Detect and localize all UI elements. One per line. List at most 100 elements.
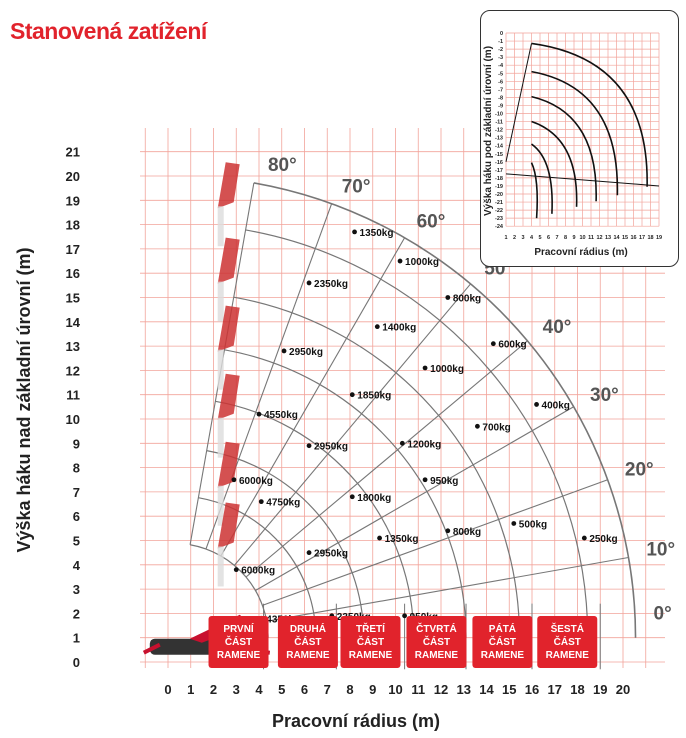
load-point-label: 800kg bbox=[453, 294, 481, 305]
load-point bbox=[349, 392, 355, 398]
angle-label: 10° bbox=[646, 539, 675, 560]
y-tick-label: 8 bbox=[73, 461, 80, 476]
angle-line bbox=[220, 237, 406, 557]
inset-reach-curve bbox=[530, 162, 539, 219]
load-point-label: 950kg bbox=[430, 476, 458, 487]
inset-x-tick-label: 3 bbox=[521, 235, 524, 241]
x-tick-label: 11 bbox=[411, 682, 425, 697]
load-point-label: 1200kg bbox=[407, 439, 441, 450]
angle-line bbox=[266, 556, 629, 622]
load-point-label: 1350kg bbox=[385, 534, 419, 545]
inset-x-axis-label: Pracovní rádius (m) bbox=[534, 247, 627, 258]
inset-x-tick-label: 14 bbox=[613, 235, 620, 241]
inset-y-tick-label: -13 bbox=[495, 136, 503, 142]
inset-x-tick-label: 5 bbox=[538, 235, 541, 241]
inset-reach-curve bbox=[531, 70, 619, 196]
load-point-label: 2350kg bbox=[314, 279, 348, 290]
x-tick-label: 0 bbox=[164, 682, 171, 697]
y-tick-label: 3 bbox=[73, 582, 80, 597]
load-point-label: 4550kg bbox=[264, 410, 298, 421]
boom-shadow-shape bbox=[217, 417, 224, 458]
x-tick-label: 12 bbox=[434, 682, 448, 697]
load-point-label: 250kg bbox=[589, 534, 617, 545]
load-point-label: 2950kg bbox=[314, 442, 348, 453]
y-tick-label: 20 bbox=[66, 169, 80, 184]
x-tick-label: 1 bbox=[187, 682, 194, 697]
x-tick-label: 8 bbox=[346, 682, 353, 697]
inset-x-tick-label: 13 bbox=[605, 235, 611, 241]
section-label-text: RAMENE bbox=[349, 650, 393, 661]
inset-x-tick-label: 8 bbox=[564, 235, 567, 241]
y-tick-label: 4 bbox=[73, 558, 81, 573]
x-tick-label: 20 bbox=[616, 682, 630, 697]
boom-shadow-shape bbox=[217, 485, 224, 526]
inset-y-tick-label: -18 bbox=[495, 176, 503, 182]
crane-body bbox=[149, 638, 222, 655]
y-axis-label: Výška háku nad základní úrovní (m) bbox=[14, 247, 34, 552]
x-tick-label: 4 bbox=[255, 682, 263, 697]
y-tick-label: 6 bbox=[73, 509, 80, 524]
inset-x-tick-label: 19 bbox=[656, 235, 662, 241]
inset-y-tick-label: -17 bbox=[495, 168, 503, 174]
section-label-text: ČTVRTÁ bbox=[416, 622, 457, 635]
angle-label: 30° bbox=[590, 385, 619, 406]
x-tick-label: 9 bbox=[369, 682, 376, 697]
load-point-label: 4750kg bbox=[266, 498, 300, 509]
inset-y-tick-label: -9 bbox=[498, 103, 503, 109]
inset-y-tick-label: -19 bbox=[495, 184, 503, 190]
section-label-box bbox=[537, 616, 598, 668]
load-point bbox=[402, 613, 407, 619]
inset-y-tick-label: -7 bbox=[498, 87, 503, 93]
y-tick-label: 11 bbox=[66, 388, 80, 403]
inset-x-tick-label: 4 bbox=[530, 235, 534, 241]
y-tick-label: 7 bbox=[73, 485, 80, 500]
load-point-label: 1350kg bbox=[360, 228, 394, 239]
boom-shadow-shape bbox=[217, 546, 224, 587]
section-label-text: ČÁST bbox=[225, 635, 252, 648]
y-tick-label: 14 bbox=[66, 315, 81, 330]
inset-y-tick-label: -11 bbox=[495, 120, 503, 126]
section-label-box bbox=[340, 616, 401, 668]
angle-line bbox=[255, 406, 574, 591]
y-tick-label: 13 bbox=[66, 339, 80, 354]
load-point-label: 6000kg bbox=[241, 566, 275, 577]
section-label-box bbox=[208, 616, 269, 668]
angle-label: 20° bbox=[625, 460, 654, 481]
angle-line bbox=[262, 479, 608, 606]
y-tick-label: 2 bbox=[73, 606, 80, 621]
load-point bbox=[511, 521, 517, 526]
boom-tip-shape bbox=[217, 373, 240, 420]
inset-y-tick-label: -10 bbox=[495, 112, 503, 118]
load-point bbox=[233, 567, 239, 573]
boom-shadow-shape bbox=[217, 281, 224, 322]
x-axis-label: Pracovní rádius (m) bbox=[272, 711, 440, 731]
x-tick-label: 17 bbox=[548, 682, 562, 697]
angle-label: 60° bbox=[417, 211, 446, 232]
y-tick-label: 0 bbox=[73, 655, 80, 670]
load-point bbox=[422, 477, 428, 483]
load-point bbox=[399, 440, 405, 446]
y-tick-label: 16 bbox=[66, 266, 80, 281]
y-tick-label: 5 bbox=[73, 534, 80, 549]
load-point bbox=[490, 341, 496, 347]
load-point bbox=[445, 295, 451, 300]
inset-x-tick-label: 12 bbox=[596, 235, 602, 241]
x-tick-label: 3 bbox=[233, 682, 240, 697]
load-point bbox=[349, 494, 355, 500]
x-tick-label: 5 bbox=[278, 682, 285, 697]
load-point bbox=[306, 443, 312, 449]
boom-section-labels: PRVNÍČÁSTRAMENEDRUHÁČÁSTRAMENETŘETÍČÁSTR… bbox=[208, 616, 598, 668]
y-tick-label: 9 bbox=[73, 436, 80, 451]
inset-x-tick-label: 10 bbox=[579, 235, 585, 241]
load-point-label: 1800kg bbox=[357, 493, 391, 504]
inset-reach-curve bbox=[531, 120, 578, 207]
load-point bbox=[231, 477, 237, 483]
boom-tip-shape bbox=[217, 502, 240, 549]
load-point-label: 600kg bbox=[498, 340, 526, 351]
y-tick-label: 17 bbox=[66, 242, 80, 257]
load-point bbox=[534, 402, 539, 407]
load-point bbox=[475, 423, 480, 429]
section-label-text: ČÁST bbox=[294, 635, 321, 648]
angle-label: 0° bbox=[654, 604, 672, 625]
